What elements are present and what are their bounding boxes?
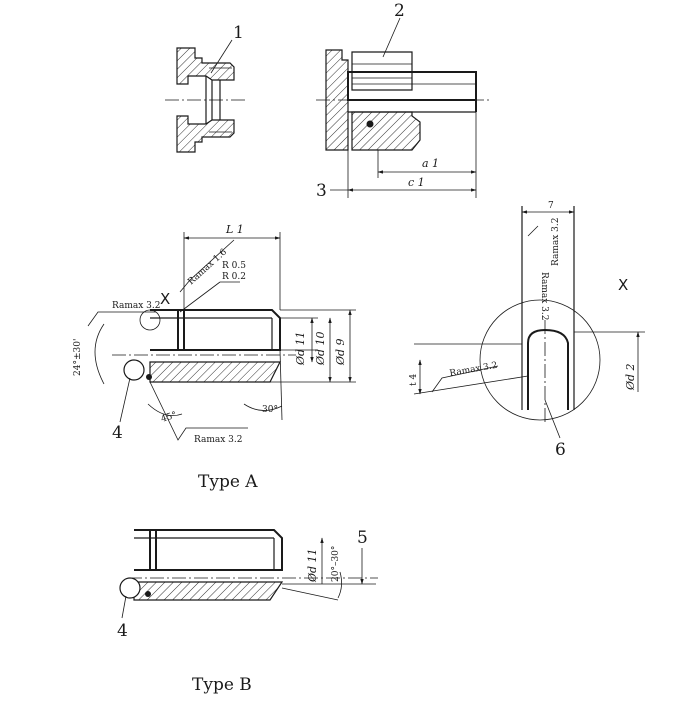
angle-45: 45° xyxy=(160,410,178,424)
dim-L1: L 1 xyxy=(225,223,244,236)
angle-30: 30° xyxy=(262,405,278,415)
assembled-connection-view xyxy=(316,49,490,151)
dim-d10: Ød 10 xyxy=(314,331,327,366)
callout-3: 3 xyxy=(316,181,327,201)
caption-type-b: Type B xyxy=(192,675,252,695)
dim-d9: Ød 9 xyxy=(334,338,347,366)
leader-1 xyxy=(210,39,233,74)
dim-d11-type-b: Ød 11 xyxy=(306,548,319,583)
dim-c1: c 1 xyxy=(408,176,425,189)
detail-mark-x-a: X xyxy=(160,290,170,308)
callout-4b: 4 xyxy=(117,621,128,641)
type-b-tube-end xyxy=(119,529,378,601)
detail-mark-x-b: X xyxy=(618,276,628,294)
angle-24: 24°±30' xyxy=(73,339,83,376)
radius-r05: R 0.5 xyxy=(222,261,246,271)
callout-4a: 4 xyxy=(112,423,123,443)
surface-r32-b: Ramax 3.2 xyxy=(194,435,243,445)
dim-t7: 7 xyxy=(548,201,554,211)
surface-r32-d: Ramax 3.2 xyxy=(551,218,561,267)
callout-2: 2 xyxy=(394,1,405,21)
surface-r32-e: Ramax 3.2 xyxy=(449,361,498,379)
fitting-body-view xyxy=(165,47,246,153)
callout-6: 6 xyxy=(555,440,566,460)
callout-1: 1 xyxy=(233,23,244,43)
dim-d11: Ød 11 xyxy=(294,331,307,366)
callout-5: 5 xyxy=(357,528,368,548)
type-a-tube-end xyxy=(112,309,296,383)
dim-a1: a 1 xyxy=(422,157,439,170)
surface-r32-c: Ramax 3.2 xyxy=(539,272,549,321)
caption-type-a: Type A xyxy=(198,472,258,492)
detail-x xyxy=(414,206,645,425)
leader-2 xyxy=(382,17,401,58)
dim-t4: t 4 xyxy=(409,374,419,386)
radius-r02: R 0.2 xyxy=(222,272,246,282)
surface-r32-a: Ramax 3.2 xyxy=(112,301,161,311)
dim-d2: Ød 2 xyxy=(624,363,637,391)
angle-20-30: 20°–30° xyxy=(331,546,341,582)
